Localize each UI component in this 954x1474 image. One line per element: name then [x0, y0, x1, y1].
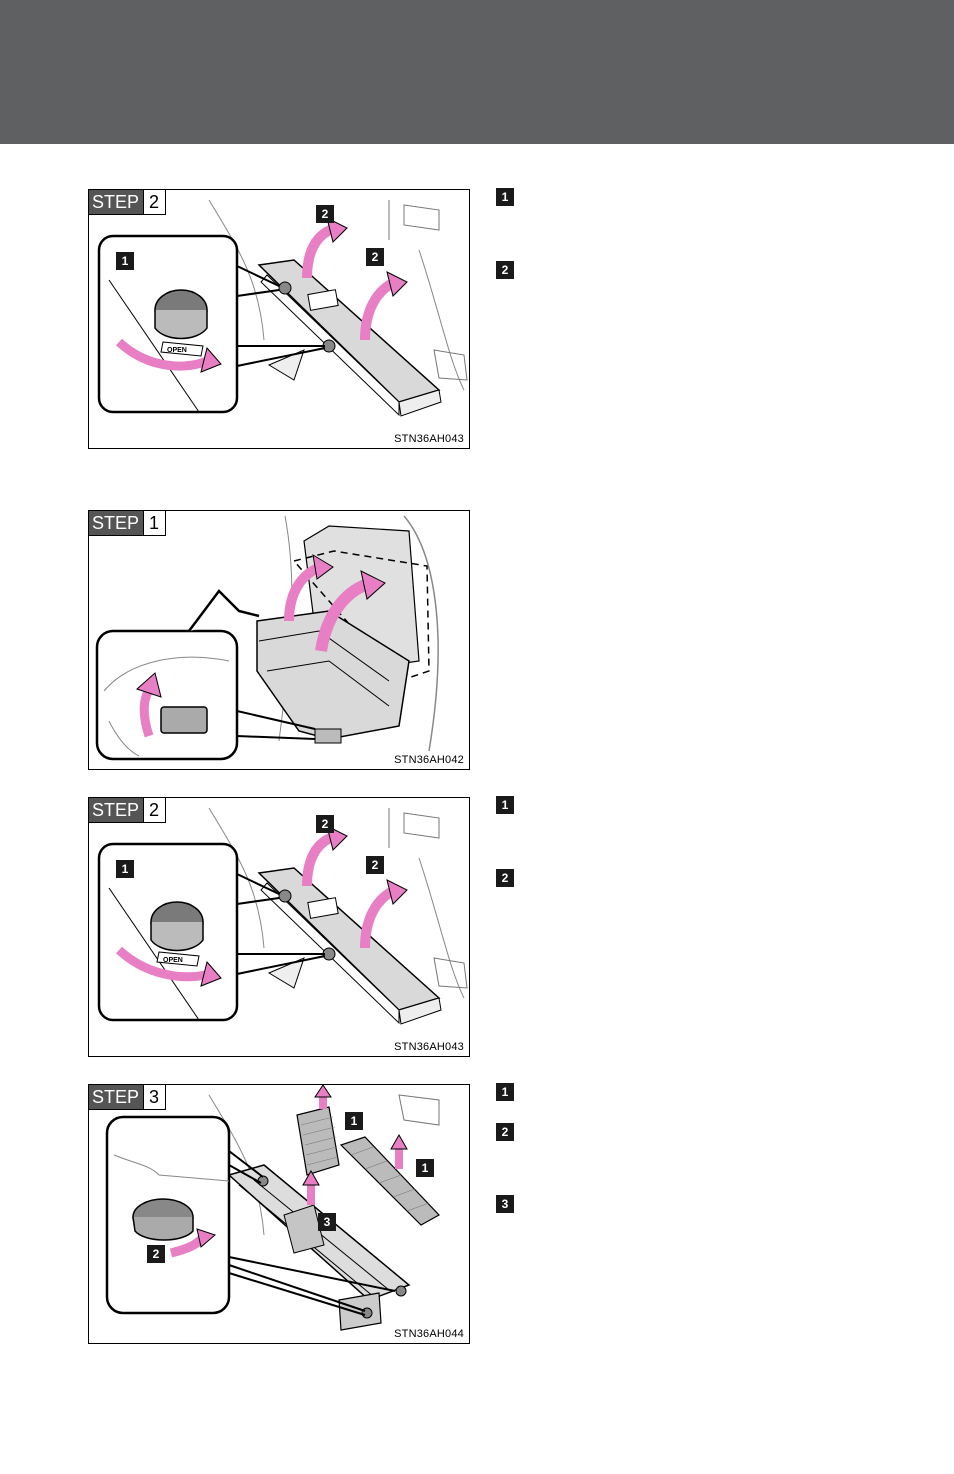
step-tag: STEP 1	[89, 511, 167, 536]
storage-tray-illustration	[105, 1085, 440, 1331]
figure-code: STN36AH044	[394, 1328, 464, 1340]
step-tag: STEP 2	[89, 190, 167, 215]
side-step-badge: 1	[496, 796, 514, 814]
step-word: STEP	[89, 1085, 144, 1109]
step-number: 2	[143, 190, 166, 214]
side-step-badge: 3	[496, 1195, 514, 1213]
figure-code: STN36AH043	[394, 1041, 464, 1053]
storage-lid-illustration: OPEN	[97, 807, 468, 1025]
figure-code: STN36AH042	[394, 754, 464, 766]
callout-badge: 2	[366, 856, 384, 874]
knob-open-label: OPEN	[163, 957, 183, 964]
side-step-badge: 2	[496, 261, 514, 279]
side-step-badge: 2	[496, 869, 514, 887]
callout-badge: 1	[345, 1112, 363, 1130]
step-word: STEP	[89, 798, 144, 822]
rear-seat-illustration	[95, 515, 439, 761]
step-number: 3	[143, 1085, 166, 1109]
side-step-badge: 2	[496, 1123, 514, 1141]
figure-code: STN36AH043	[394, 433, 464, 445]
callout-badge: 2	[316, 205, 334, 223]
callout-badge: 1	[416, 1159, 434, 1177]
step-word: STEP	[89, 190, 144, 214]
step-tag: STEP 3	[89, 1085, 167, 1110]
callout-badge: 2	[366, 248, 384, 266]
callout-badge: 1	[116, 860, 134, 878]
figure-step2: OPEN STEP 2 1 2 2 STN36AH043	[88, 797, 470, 1057]
knob-open-label: OPEN	[167, 347, 187, 354]
figure-step3: STEP 3 1 1 2 3 STN36AH044	[88, 1084, 470, 1344]
side-step-badge: 1	[496, 1083, 514, 1101]
header-bar	[0, 0, 954, 144]
step-tag: STEP 2	[89, 798, 167, 823]
callout-badge: 3	[318, 1213, 336, 1231]
callout-badge: 2	[147, 1245, 165, 1263]
side-step-badge: 1	[496, 188, 514, 206]
callout-badge: 1	[116, 252, 134, 270]
figure-step2-top: OPEN STEP 2 1 2 2 STN36AH043	[88, 189, 470, 449]
storage-lid-illustration: OPEN	[97, 199, 468, 417]
figure-step1: STEP 1 STN36AH042	[88, 510, 470, 770]
step-number: 1	[143, 511, 166, 535]
step-word: STEP	[89, 511, 144, 535]
step-number: 2	[143, 798, 166, 822]
callout-badge: 2	[316, 815, 334, 833]
